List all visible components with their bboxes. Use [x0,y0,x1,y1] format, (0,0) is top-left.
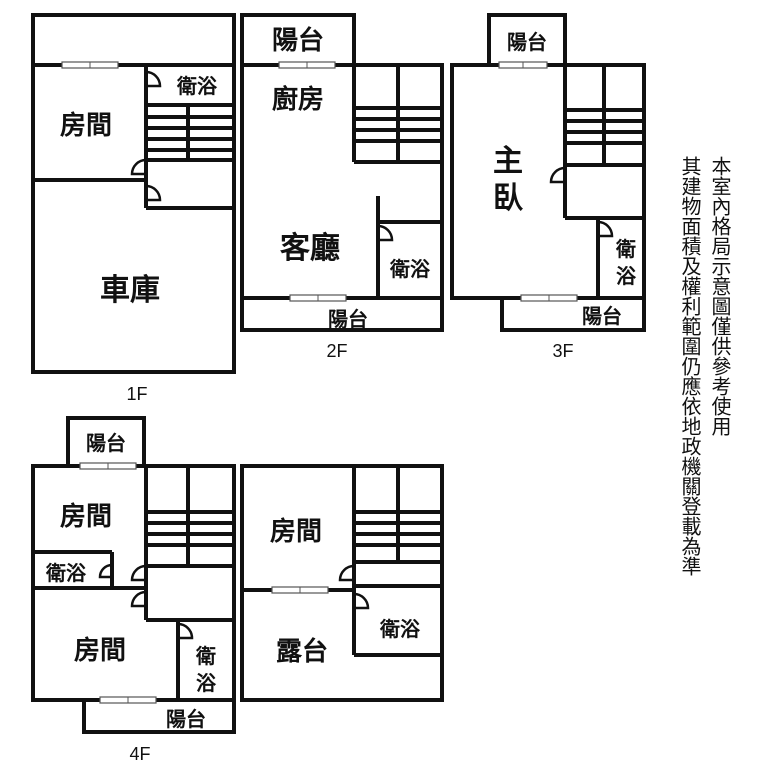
room-label-bath-1: 衛 [615,237,636,261]
floor-4f-upper: 房間 露台 衛浴 [240,464,444,702]
staircase [146,510,234,547]
window [99,696,157,704]
door-swing [130,590,147,608]
room-label-bath-right: 衛浴 [379,617,421,641]
door-swing [597,220,614,238]
room-label-bath-1: 衛 [195,644,216,668]
room-label-bath-small: 衛浴 [45,561,87,585]
floor-4f-upper-outline [240,464,444,702]
room-label-bedroom-1: 房間 [60,502,112,532]
floor-label-2f: 2F [326,341,347,361]
staircase [565,108,644,145]
room-label-balcony-top: 陽台 [86,431,126,455]
window [520,294,578,302]
floor-label-1f: 1F [126,384,147,404]
floor-1f-outline [31,13,236,374]
floor-4f-lower: 陽台 房間 衛浴 房間 衛 浴 陽台 4F [31,416,236,764]
floor-3f: 陽台 主 臥 衛 浴 陽台 3F [450,13,646,361]
door-swing [353,592,370,610]
floor-2f-outline [240,13,444,300]
floor-label-4f: 4F [129,744,150,764]
window [79,462,137,470]
door-swing [549,166,566,184]
window [289,294,347,302]
disclaimer-line-1: 本室內格局示意圖僅供參考使用 [708,156,732,436]
room-label-terrace: 露台 [276,636,328,667]
staircase [354,510,442,547]
room-label-balcony-bottom: 陽台 [582,304,622,328]
door-swing [145,184,162,202]
disclaimer-line-2: 其建物面積及權利範圍仍應依地政機關登載為準 [678,156,702,576]
room-label-kitchen: 廚房 [272,84,324,115]
door-swing [377,224,394,242]
room-label-bath-2: 浴 [616,264,637,288]
room-label-bedroom: 房間 [60,111,112,141]
window [61,61,119,69]
room-label-bath: 衛浴 [176,74,218,98]
floor-label-3f: 3F [552,341,573,361]
floor-1f: 房間 衛浴 車庫 1F [31,13,236,404]
room-label-balcony-bottom: 陽台 [328,307,368,331]
room-label-master-1: 主 [493,144,523,179]
door-swing [177,622,194,640]
room-label-garage: 車庫 [100,273,160,308]
door-swing [130,158,147,176]
room-label-bedroom-2: 房間 [74,636,126,666]
door-swing [130,564,147,582]
room-label-balcony-top: 陽台 [272,25,324,56]
window [278,61,336,69]
room-label-living: 客廳 [280,231,340,266]
door-swing [338,564,355,582]
room-label-bedroom-3: 房間 [270,517,322,547]
staircase [146,115,234,152]
door-swing [98,563,113,579]
room-label-bath-2: 浴 [196,671,217,695]
room-label-bath: 衛浴 [389,257,431,281]
staircase [354,106,442,143]
floor-2f: 陽台 廚房 客廳 衛浴 陽台 2F [240,13,444,361]
disclaimer: 本室內格局示意圖僅供參考使用 其建物面積及權利範圍仍應依地政機關登載為準 [678,156,732,576]
window [498,61,548,69]
room-label-balcony-bottom: 陽台 [166,707,206,731]
window [271,586,329,594]
room-label-master-2: 臥 [493,181,523,216]
door-swing [145,70,162,88]
room-label-balcony-top: 陽台 [507,30,547,54]
